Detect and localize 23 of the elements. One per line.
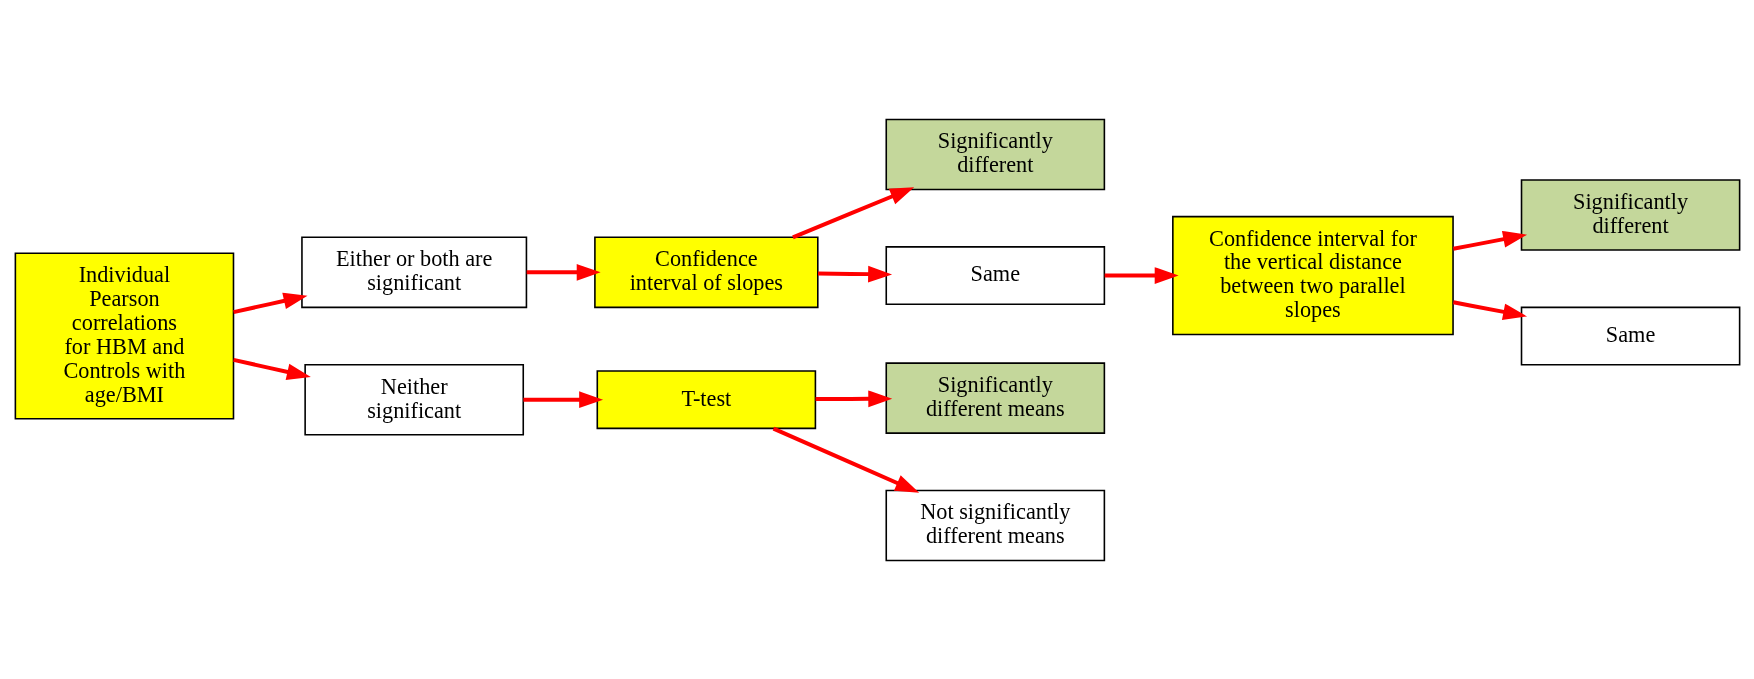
arrow [232, 292, 307, 314]
node-box: Significantly different means [884, 361, 1105, 434]
arrow [791, 186, 914, 239]
arrow [1452, 230, 1527, 251]
arrow [1452, 299, 1527, 320]
arrow [232, 357, 311, 380]
arrow [817, 265, 892, 282]
node-box: T-test [596, 369, 816, 429]
arrow [815, 389, 892, 407]
node-box: Not significantly different means [884, 489, 1105, 561]
node-box: Significantly different [1520, 178, 1740, 251]
node-box: Same [1520, 306, 1740, 365]
node-box: Individual Pearson correlations for HBM and Controls with age/BMI [14, 251, 234, 420]
node-box: Either or both are significant [300, 236, 527, 308]
node-box: Same [884, 245, 1105, 305]
arrow [526, 263, 601, 281]
node-box: Confidence interval of slopes [593, 236, 819, 308]
arrow [1104, 266, 1179, 284]
arrow [522, 390, 603, 408]
node-box: Significantly different [884, 118, 1105, 190]
node-box: Neither significant [303, 363, 524, 436]
node-box: Confidence interval for the vertical distance between two parallel slopes [1171, 215, 1454, 335]
arrow [772, 426, 919, 493]
